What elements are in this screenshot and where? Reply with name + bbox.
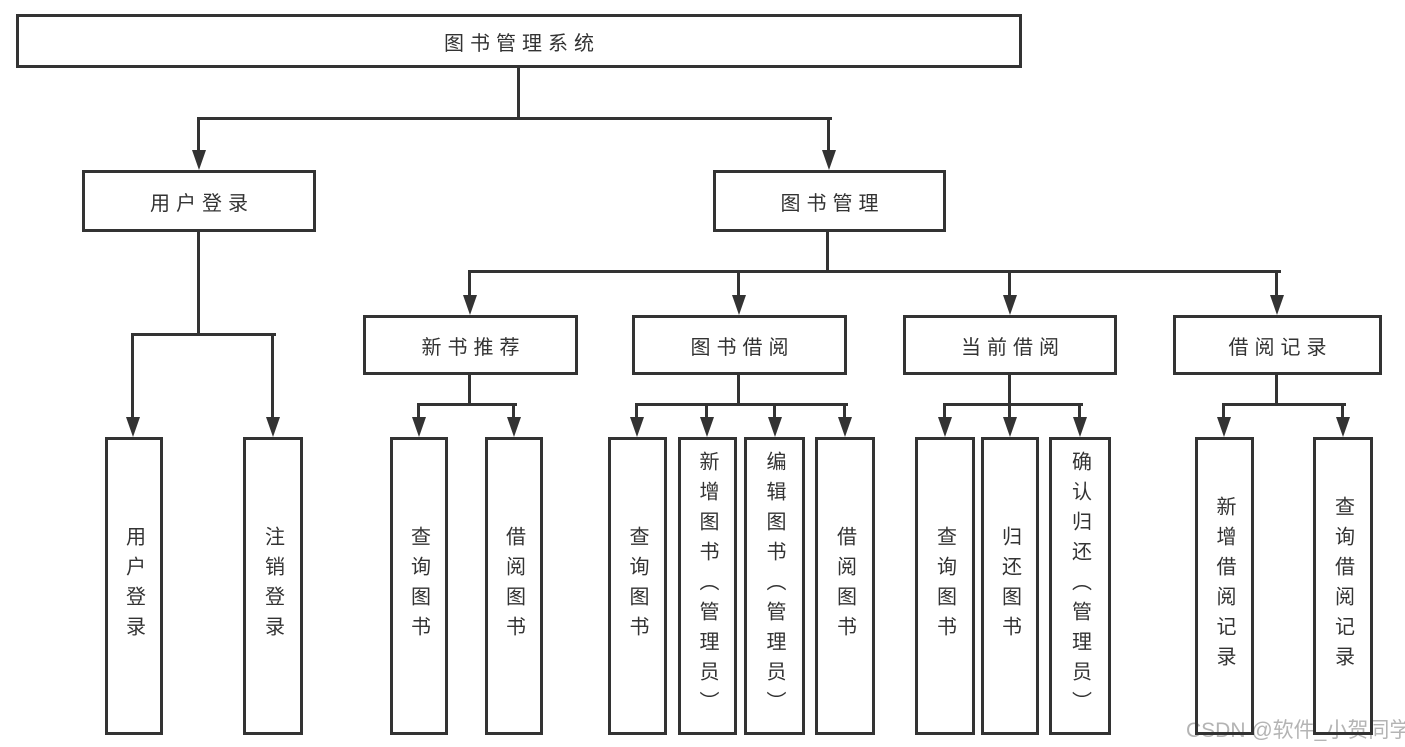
connector-drop-leaf-user-login <box>131 333 134 418</box>
connector-userlogin-stem <box>197 232 200 335</box>
arrow-down-icon <box>732 295 746 315</box>
connector-drop <box>417 403 420 421</box>
connector-drop <box>943 403 946 421</box>
arrow-down-icon <box>1336 417 1350 437</box>
connector-current-rail <box>943 403 1083 406</box>
leaf-borrow-books: 借阅图书 <box>815 437 875 735</box>
connector-root-stem <box>517 68 520 118</box>
connector-records-rail <box>1222 403 1346 406</box>
arrow-down-icon <box>768 417 782 437</box>
connector-drop-book-borrow <box>737 270 740 298</box>
connector-drop <box>1341 403 1344 421</box>
leaf-confirm-return-admin: 确认归还（管理员） <box>1049 437 1111 735</box>
connector-drop <box>1008 403 1011 421</box>
connector-drop <box>1078 403 1081 421</box>
connector-root-rail <box>197 117 832 120</box>
connector-records-stem <box>1275 375 1278 405</box>
leaf-return-books: 归还图书 <box>981 437 1039 735</box>
leaf-borrow-books-recommend: 借阅图书 <box>485 437 543 735</box>
connector-drop <box>635 403 638 421</box>
connector-current-stem <box>1008 375 1011 405</box>
node-current-borrow: 当前借阅 <box>903 315 1117 375</box>
arrow-down-icon <box>126 417 140 437</box>
arrow-down-icon <box>1073 417 1087 437</box>
node-new-book-recommend: 新书推荐 <box>363 315 578 375</box>
arrow-down-icon <box>630 417 644 437</box>
connector-drop-current-borrow <box>1008 270 1011 298</box>
node-book-borrow: 图书借阅 <box>632 315 847 375</box>
connector-recommend-stem <box>468 375 471 405</box>
arrow-down-icon <box>192 150 206 170</box>
node-library-system: 图书管理系统 <box>16 14 1022 68</box>
arrow-down-icon <box>938 417 952 437</box>
arrow-down-icon <box>1003 295 1017 315</box>
arrow-down-icon <box>463 295 477 315</box>
watermark: CSDN @软件_小贺同学 <box>1186 719 1405 742</box>
arrow-down-icon <box>838 417 852 437</box>
arrow-down-icon <box>266 417 280 437</box>
connector-borrow-rail <box>635 403 848 406</box>
arrow-down-icon <box>1217 417 1231 437</box>
connector-drop <box>773 403 776 421</box>
arrow-down-icon <box>507 417 521 437</box>
arrow-down-icon <box>822 150 836 170</box>
leaf-edit-book-admin: 编辑图书（管理员） <box>744 437 805 735</box>
connector-drop-borrow-records <box>1275 270 1278 298</box>
connector-bookmgmt-rail <box>468 270 1281 273</box>
connector-drop-new-book-recommend <box>468 270 471 298</box>
arrow-down-icon <box>700 417 714 437</box>
leaf-query-books-current: 查询图书 <box>915 437 975 735</box>
leaf-user-login: 用户登录 <box>105 437 163 735</box>
connector-drop <box>1222 403 1225 421</box>
node-borrow-records: 借阅记录 <box>1173 315 1382 375</box>
connector-drop-user-login <box>197 117 200 157</box>
connector-bookmgmt-stem <box>826 232 829 272</box>
node-book-management: 图书管理 <box>713 170 946 232</box>
leaf-add-borrow-record: 新增借阅记录 <box>1195 437 1254 735</box>
node-user-login: 用户登录 <box>82 170 316 232</box>
leaf-logout: 注销登录 <box>243 437 303 735</box>
arrow-down-icon <box>412 417 426 437</box>
arrow-down-icon <box>1003 417 1017 437</box>
connector-drop-leaf-logout <box>271 333 274 418</box>
connector-drop <box>843 403 846 421</box>
leaf-query-books-recommend: 查询图书 <box>390 437 448 735</box>
arrow-down-icon <box>1270 295 1284 315</box>
connector-borrow-stem <box>737 375 740 405</box>
connector-drop <box>705 403 708 421</box>
leaf-query-borrow-record: 查询借阅记录 <box>1313 437 1373 735</box>
leaf-add-book-admin: 新增图书（管理员） <box>678 437 737 735</box>
leaf-query-books-borrow: 查询图书 <box>608 437 667 735</box>
connector-drop-book-management <box>827 117 830 157</box>
connector-drop <box>512 403 515 421</box>
connector-userlogin-rail <box>131 333 276 336</box>
connector-recommend-rail <box>417 403 517 406</box>
